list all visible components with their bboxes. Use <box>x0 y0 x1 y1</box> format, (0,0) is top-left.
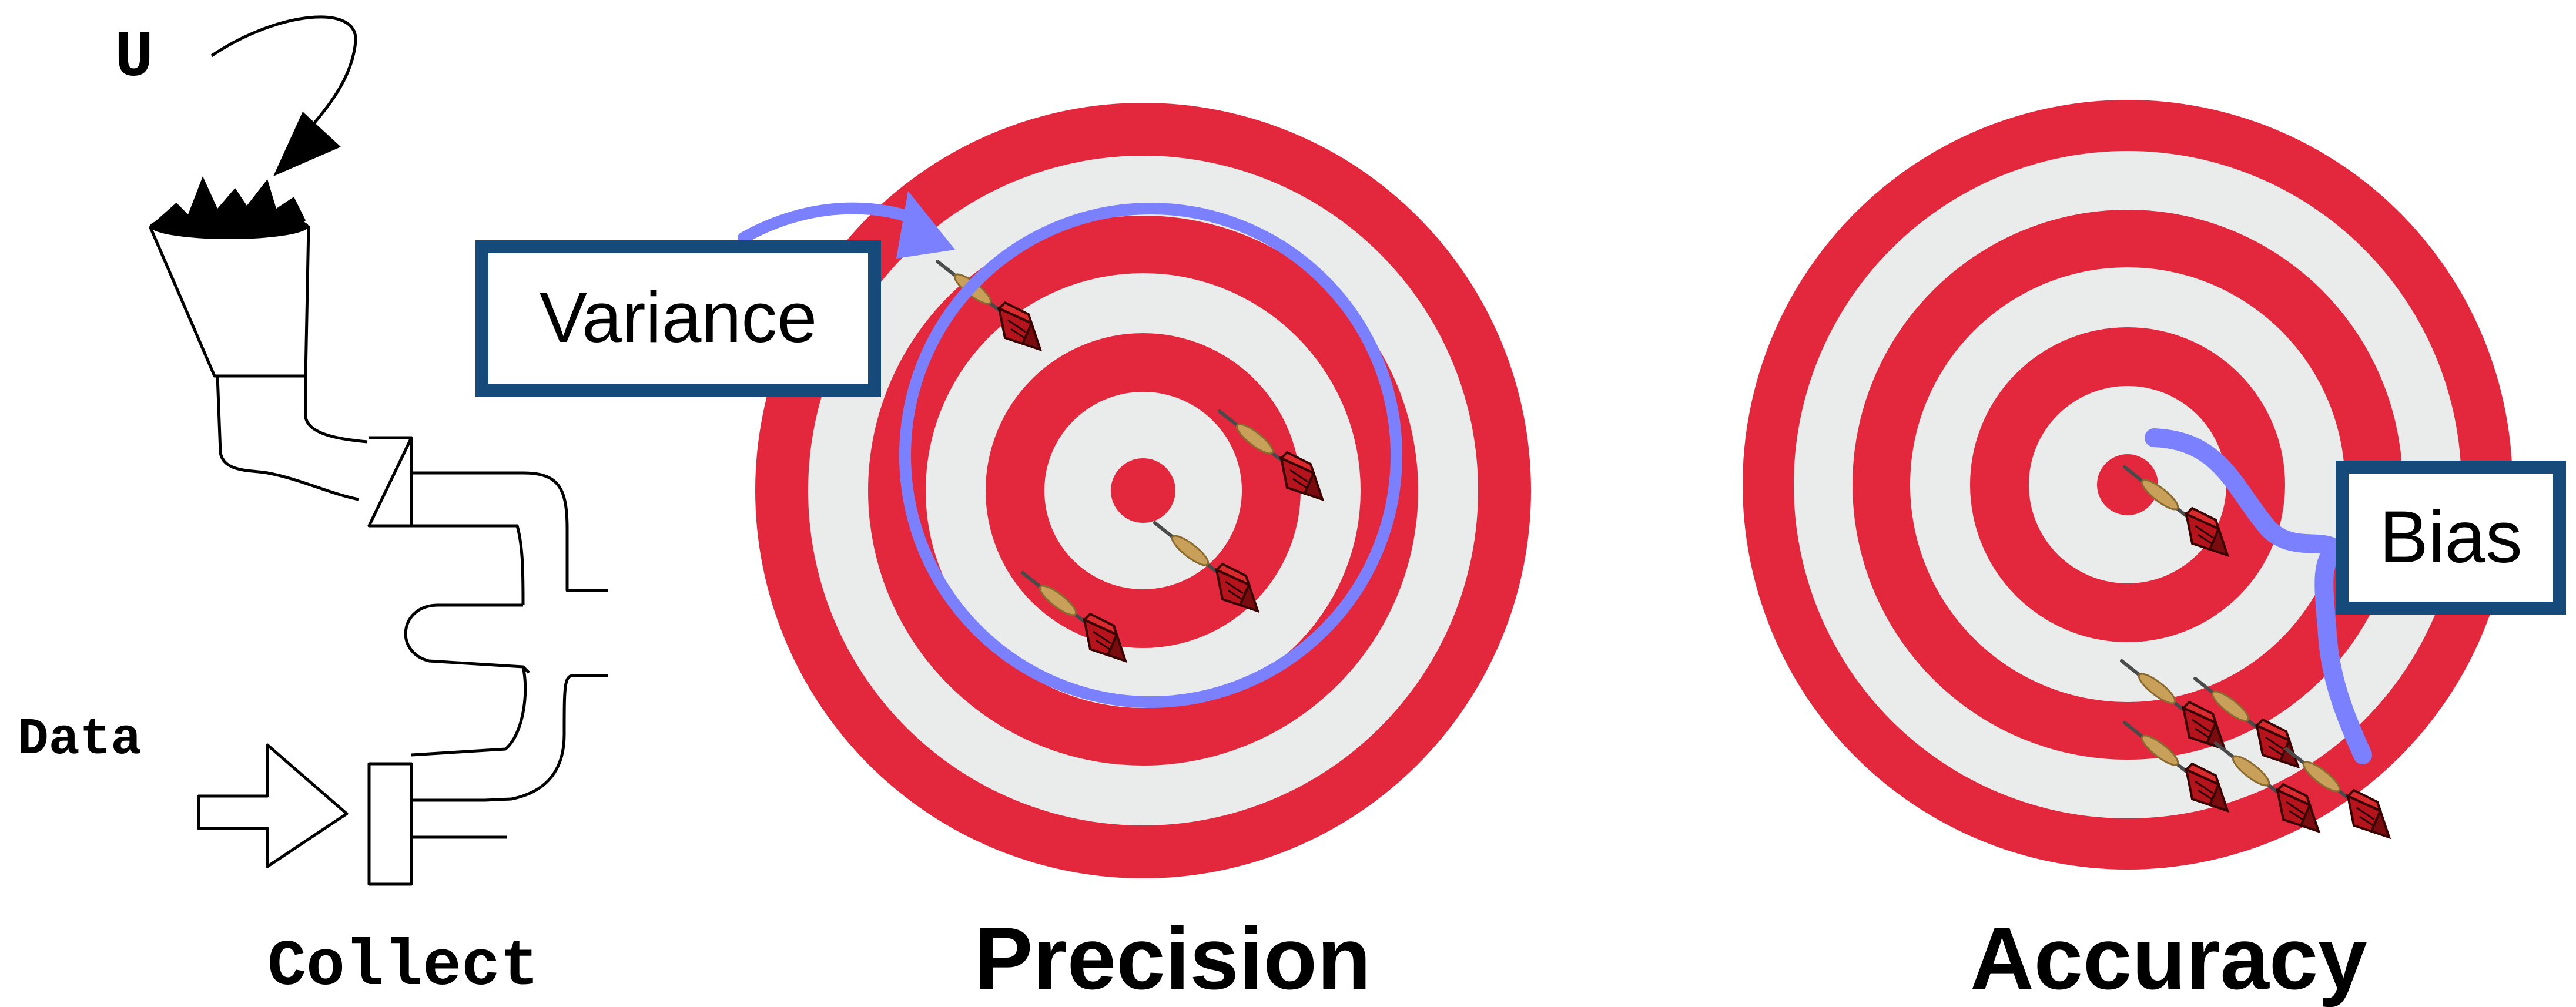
pipe-joint-upper <box>369 438 608 605</box>
accuracy-target: Bias Accuracy <box>1743 100 2560 1007</box>
precision-target: Variance Precision <box>482 103 1531 1007</box>
u-arrow <box>212 17 356 126</box>
funnel-rim <box>150 213 309 239</box>
data-input-arrow-icon <box>199 745 347 867</box>
data-label: Data <box>18 711 142 769</box>
variance-label: Variance <box>540 277 817 357</box>
u-label: U <box>115 22 153 95</box>
u-arrow-head-icon <box>273 112 341 176</box>
pipe-icon <box>217 376 367 499</box>
pipe-joint-lower <box>369 667 525 884</box>
collect-label: Collect <box>267 931 539 1004</box>
pipe-middle <box>406 605 608 800</box>
funnel-icon <box>150 226 309 376</box>
accuracy-title: Accuracy <box>1970 909 2367 1007</box>
target-icon <box>755 103 1531 878</box>
data-pipeline-diagram: U Data Collect <box>18 17 608 1004</box>
precision-title: Precision <box>974 909 1371 1007</box>
bias-label: Bias <box>2379 496 2522 578</box>
